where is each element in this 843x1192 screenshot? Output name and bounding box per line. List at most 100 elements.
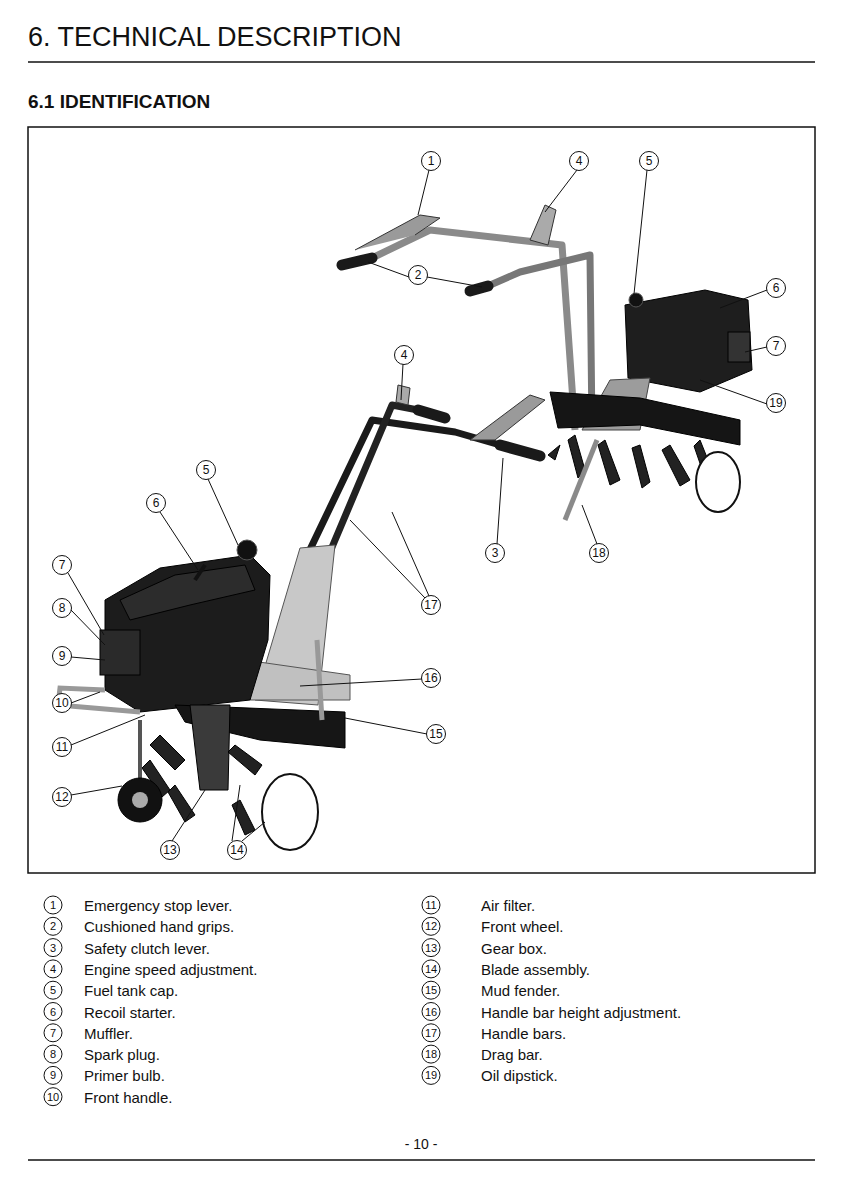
leader-lines [68, 170, 767, 841]
callout-number: 14 [230, 844, 243, 856]
tiller-front-view [58, 385, 545, 850]
number-ring [53, 647, 72, 666]
tines [548, 435, 712, 488]
callout-number: 8 [59, 602, 66, 614]
tines [142, 735, 262, 835]
part-number: 16 [425, 1006, 437, 1017]
part-name: Fuel tank cap. [84, 983, 178, 998]
disc-wheel [696, 452, 740, 512]
disc-wheel [262, 774, 318, 850]
tiller-rear-view [342, 205, 752, 520]
handle-bar [330, 405, 418, 552]
number-ring [44, 939, 62, 957]
part-number: 2 [50, 921, 56, 932]
callout-number: 16 [424, 672, 437, 684]
hand-grip [418, 410, 445, 418]
part-number: 12 [425, 921, 437, 932]
callout-number: 15 [429, 728, 442, 740]
section-title: 6. TECHNICAL DESCRIPTION [28, 24, 402, 51]
number-ring [422, 939, 440, 957]
muffler [100, 630, 140, 675]
fuel-cap [629, 293, 643, 307]
number-ring [640, 152, 659, 171]
part-name: Engine speed adjustment. [84, 961, 257, 976]
wheel-hub [132, 792, 148, 808]
number-ring [53, 738, 72, 757]
part-name: Safety clutch lever. [84, 940, 210, 955]
number-ring [409, 266, 428, 285]
gear-box [190, 705, 230, 790]
drag-bar [565, 440, 597, 520]
number-ring [422, 896, 440, 914]
callout-number: 19 [769, 397, 782, 409]
fuel-cap [237, 540, 257, 560]
callout-number: 5 [646, 155, 653, 167]
callout-number: 4 [401, 349, 408, 361]
number-ring [161, 841, 180, 860]
part-number: 3 [50, 942, 56, 953]
throttle-lever [396, 385, 410, 405]
callout-number: 4 [576, 155, 583, 167]
part-name: Gear box. [481, 940, 547, 955]
number-ring [44, 960, 62, 978]
part-number: 8 [50, 1049, 56, 1060]
number-ring [767, 337, 786, 356]
title-rule [28, 61, 815, 63]
part-number: 7 [50, 1027, 56, 1038]
number-ring [422, 917, 440, 935]
part-name: Primer bulb. [84, 1068, 165, 1083]
part-name: Air filter. [481, 898, 535, 913]
stop-lever [355, 215, 440, 250]
part-name: Handle bar height adjustment. [481, 1004, 681, 1019]
part-number: 13 [425, 942, 437, 953]
hand-grip [342, 258, 372, 265]
section-subtitle: 6.1 IDENTIFICATION [28, 92, 210, 111]
number-ring [395, 346, 414, 365]
number-ring [422, 1024, 440, 1042]
number-ring [422, 960, 440, 978]
number-ring [767, 279, 786, 298]
part-number: 11 [425, 900, 436, 911]
number-ring [422, 1066, 440, 1084]
callout-number: 7 [773, 340, 780, 352]
number-ring [570, 152, 589, 171]
part-name: Oil dipstick. [481, 1068, 558, 1083]
part-number: 9 [50, 1070, 56, 1081]
drag-bar [317, 640, 322, 720]
callout-number: 6 [773, 282, 780, 294]
callout-number: 12 [55, 791, 68, 803]
callout-number: 13 [163, 844, 176, 856]
part-name: Handle bars. [481, 1025, 566, 1040]
callout-number: 7 [59, 559, 66, 571]
callout-number: 17 [424, 599, 437, 611]
number-ring [486, 544, 505, 563]
number-ring [44, 1045, 62, 1063]
callout-number: 10 [55, 697, 68, 709]
number-ring [422, 596, 441, 615]
part-number: 5 [50, 985, 56, 996]
part-name: Spark plug. [84, 1047, 160, 1062]
page-number: - 10 - [405, 1137, 438, 1151]
number-ring [147, 494, 166, 513]
callout-number: 2 [415, 269, 422, 281]
part-number: 17 [425, 1027, 437, 1038]
part-name: Front handle. [84, 1089, 172, 1104]
clutch-lever [470, 395, 545, 440]
tine-cover [550, 392, 740, 445]
engine [625, 290, 752, 392]
number-ring [44, 1024, 62, 1042]
part-number: 14 [425, 963, 437, 974]
figure-frame [28, 127, 815, 873]
callout-number: 6 [153, 497, 160, 509]
callout-rings [44, 152, 786, 1106]
footer-rule [28, 1159, 815, 1161]
part-name: Recoil starter. [84, 1004, 176, 1019]
part-number: 10 [47, 1091, 59, 1102]
part-name: Mud fender. [481, 983, 560, 998]
throttle-lever [530, 205, 556, 245]
number-ring [44, 981, 62, 999]
part-name: Front wheel. [481, 919, 564, 934]
part-name: Blade assembly. [481, 961, 590, 976]
part-name: Cushioned hand grips. [84, 919, 234, 934]
number-ring [44, 896, 62, 914]
